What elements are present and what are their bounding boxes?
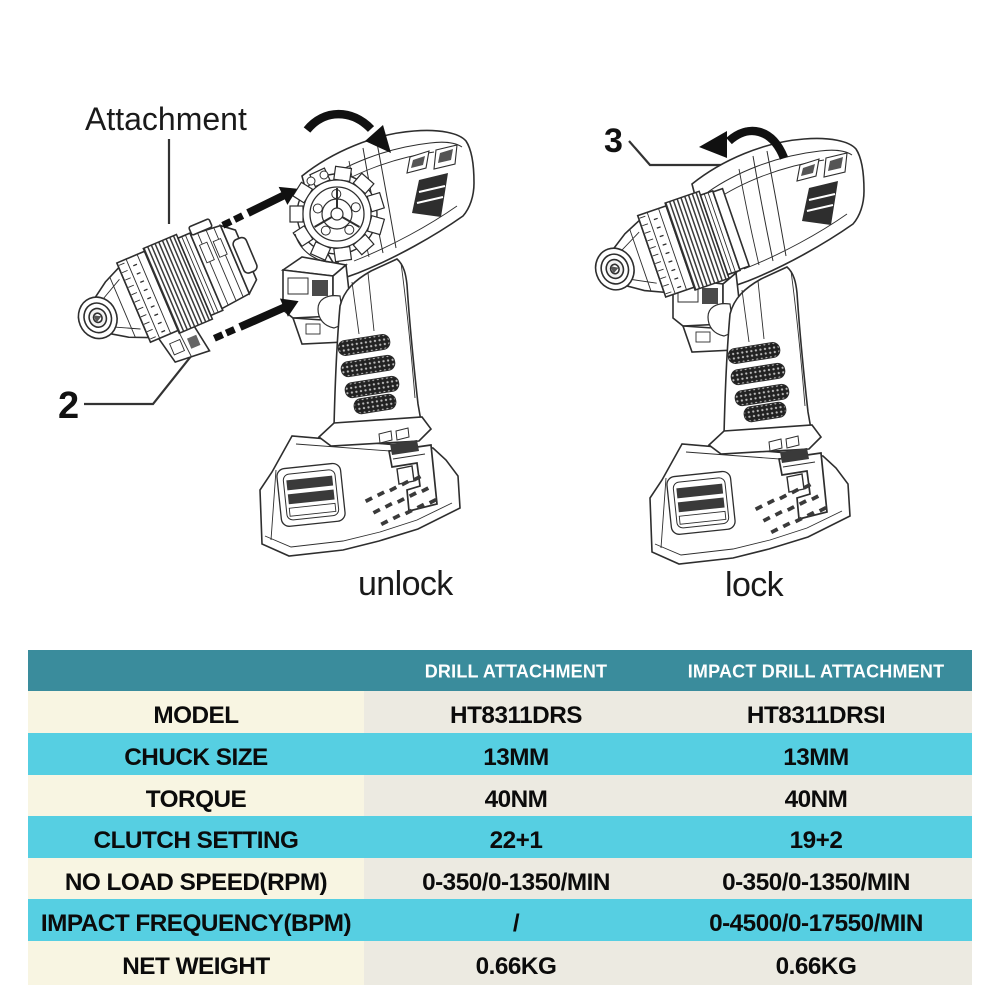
svg-text:lock: lock — [725, 566, 785, 604]
svg-text:3: 3 — [604, 122, 623, 160]
svg-text:unlock: unlock — [358, 565, 454, 603]
svg-text:Attachment: Attachment — [85, 101, 247, 137]
svg-text:2: 2 — [58, 385, 79, 427]
